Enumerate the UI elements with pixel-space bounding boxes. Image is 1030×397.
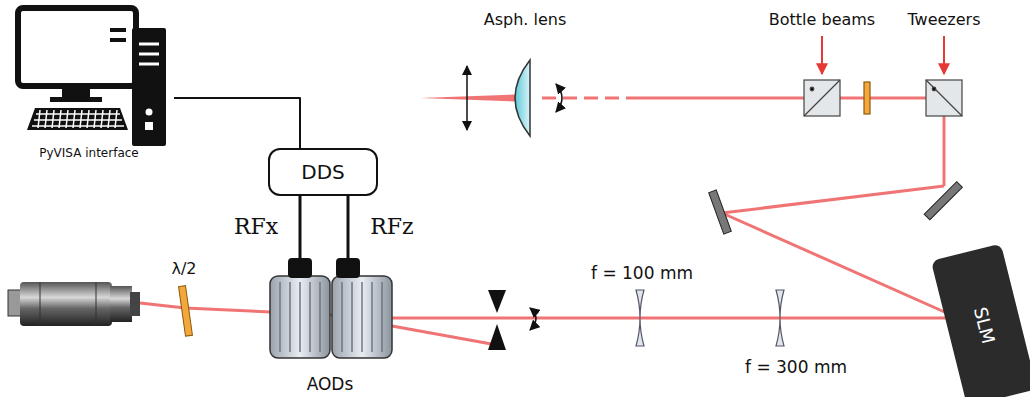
mirrors xyxy=(709,182,963,234)
computer-icon xyxy=(18,8,166,146)
node-text: DDS xyxy=(301,160,345,184)
computer: PyVISA interface xyxy=(4,4,174,162)
beam-splitter-cubes xyxy=(804,80,962,116)
rf-cable xyxy=(347,196,350,258)
focal-length: f = 300 mm xyxy=(745,358,847,377)
iris xyxy=(488,290,536,350)
slm-panel: SLM xyxy=(931,244,1030,397)
telescope-lenses xyxy=(636,290,784,346)
aspheric-lens xyxy=(467,60,562,136)
node-text: PyVISA interface xyxy=(39,146,138,160)
focal-length: f = 100 mm xyxy=(591,264,693,283)
component-label: Asph. lens xyxy=(484,11,567,29)
node-text: AODs xyxy=(307,374,354,394)
rf-cable xyxy=(299,196,302,258)
input-arrows xyxy=(822,36,944,74)
component-label: λ/2 xyxy=(171,260,196,278)
component-label: Bottle beams xyxy=(769,11,875,29)
signal-label: RFx xyxy=(234,215,278,239)
node-text: SLM xyxy=(969,305,998,346)
half-wave-plate xyxy=(179,286,193,336)
signal-label: RFz xyxy=(370,215,413,239)
usb-cable xyxy=(174,98,300,148)
aod-crystals xyxy=(270,258,392,358)
laser-head xyxy=(8,282,140,326)
laser-beam xyxy=(140,94,958,345)
aod-unit: AODs xyxy=(266,256,394,396)
component-label: Tweezers xyxy=(907,11,980,29)
dds-box: DDS xyxy=(268,148,378,196)
